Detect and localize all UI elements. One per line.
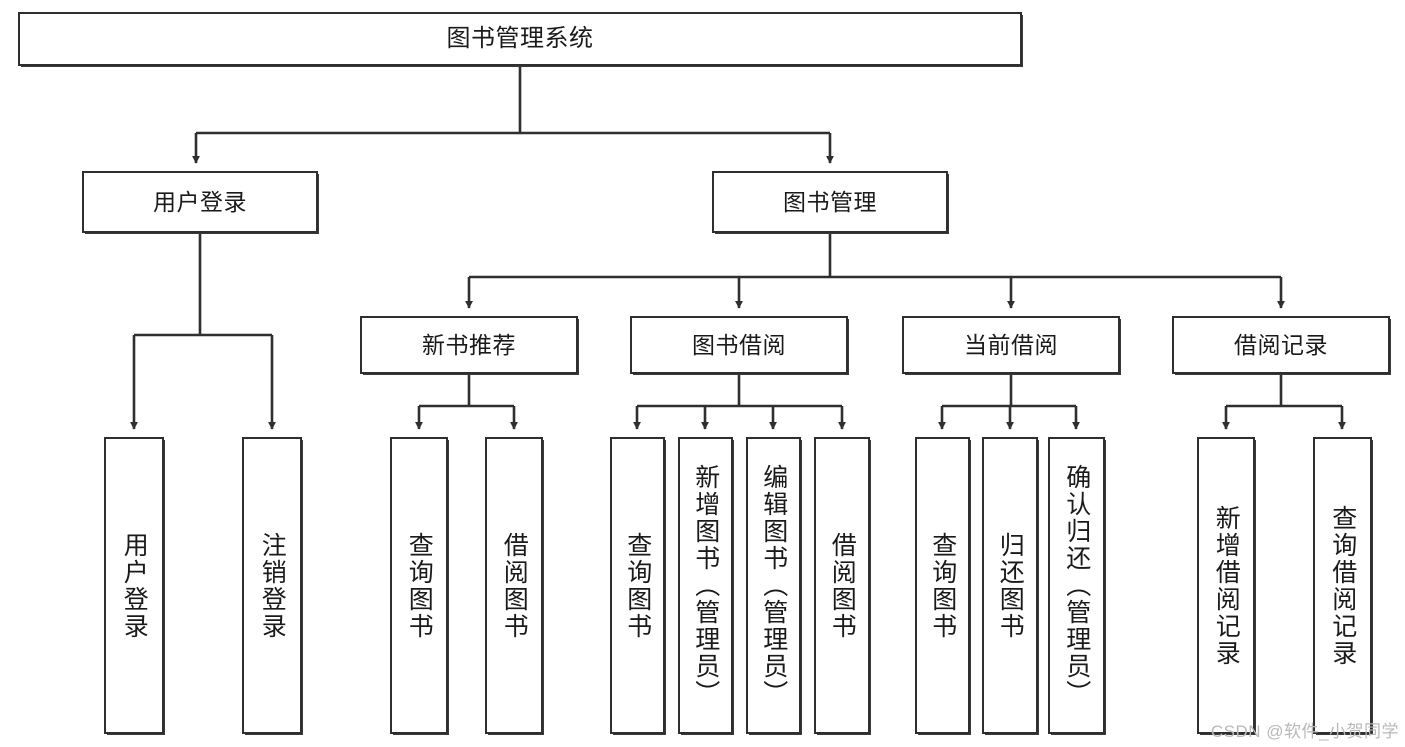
node-leaf-return-book[interactable]: 归还图书 xyxy=(982,437,1038,734)
node-leaf-add-record-label: 新增借阅记录 xyxy=(1212,504,1241,667)
node-leaf-borrow-book-rec-label: 借阅图书 xyxy=(500,531,529,640)
node-leaf-logout-label: 注销登录 xyxy=(258,531,287,640)
node-book-borrow-label: 图书借阅 xyxy=(692,331,786,358)
node-leaf-edit-book-label: 编辑图书（管理员） xyxy=(759,464,788,707)
node-leaf-user-login-label: 用户登录 xyxy=(120,531,149,640)
node-leaf-query-record[interactable]: 查询借阅记录 xyxy=(1313,437,1372,734)
node-leaf-confirm-return-label: 确认归还（管理员） xyxy=(1062,464,1091,707)
csdn-watermark: CSDN @软件_小贺同学 xyxy=(1210,722,1399,741)
node-leaf-logout[interactable]: 注销登录 xyxy=(242,437,302,734)
node-leaf-query-book-rec[interactable]: 查询图书 xyxy=(390,437,448,734)
node-leaf-query-book-cur[interactable]: 查询图书 xyxy=(915,437,970,734)
node-book-borrow[interactable]: 图书借阅 xyxy=(630,316,848,374)
node-leaf-query-book-cur-label: 查询图书 xyxy=(928,531,957,640)
node-leaf-query-book-borrow-label: 查询图书 xyxy=(623,531,652,640)
node-user-login[interactable]: 用户登录 xyxy=(82,171,318,233)
node-leaf-add-record[interactable]: 新增借阅记录 xyxy=(1197,437,1255,734)
node-leaf-confirm-return[interactable]: 确认归还（管理员） xyxy=(1048,437,1105,734)
node-leaf-return-book-label: 归还图书 xyxy=(996,531,1025,640)
node-leaf-query-book-borrow[interactable]: 查询图书 xyxy=(610,437,665,734)
node-leaf-query-record-label: 查询借阅记录 xyxy=(1328,504,1357,667)
node-user-login-label: 用户登录 xyxy=(153,188,247,215)
node-root-label: 图书管理系统 xyxy=(446,25,594,53)
node-leaf-user-login[interactable]: 用户登录 xyxy=(104,437,164,734)
node-leaf-add-book[interactable]: 新增图书（管理员） xyxy=(678,437,733,734)
node-leaf-borrow-book-label: 借阅图书 xyxy=(828,531,857,640)
node-new-book-rec-label: 新书推荐 xyxy=(422,331,516,358)
node-leaf-query-book-rec-label: 查询图书 xyxy=(405,531,434,640)
node-leaf-borrow-book[interactable]: 借阅图书 xyxy=(814,437,870,734)
node-book-manage[interactable]: 图书管理 xyxy=(712,171,948,233)
node-leaf-borrow-book-rec[interactable]: 借阅图书 xyxy=(485,437,543,734)
node-current-borrow-label: 当前借阅 xyxy=(964,331,1058,358)
node-current-borrow[interactable]: 当前借阅 xyxy=(902,316,1120,374)
node-root[interactable]: 图书管理系统 xyxy=(18,12,1022,66)
node-leaf-add-book-label: 新增图书（管理员） xyxy=(691,464,720,707)
node-book-manage-label: 图书管理 xyxy=(783,188,877,215)
node-new-book-rec[interactable]: 新书推荐 xyxy=(360,316,578,374)
node-borrow-record[interactable]: 借阅记录 xyxy=(1172,316,1390,374)
node-leaf-edit-book[interactable]: 编辑图书（管理员） xyxy=(746,437,801,734)
node-borrow-record-label: 借阅记录 xyxy=(1234,331,1328,358)
